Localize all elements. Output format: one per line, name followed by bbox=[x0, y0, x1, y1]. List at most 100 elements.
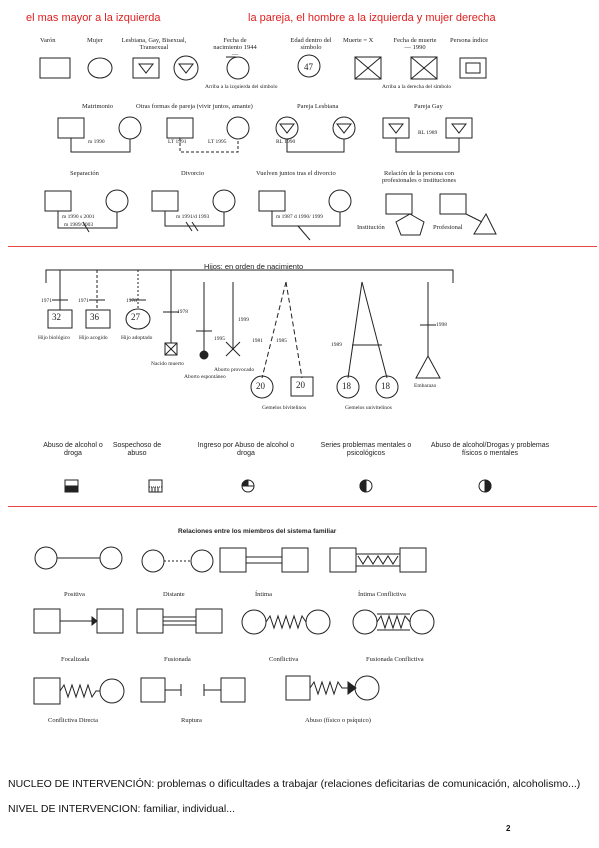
date-lt2: LT 1995 bbox=[208, 139, 227, 145]
problem-5: Abuso de alcohol/Drogas y problemas físi… bbox=[430, 442, 550, 458]
divider-1 bbox=[8, 246, 597, 247]
child-foster bbox=[86, 310, 110, 328]
label-varon: Varón bbox=[40, 37, 56, 44]
female-symbol bbox=[88, 58, 112, 78]
label-nacido-muerto: Nacido muerto bbox=[151, 361, 184, 367]
relation-conflict bbox=[242, 610, 266, 634]
year-9: 1989 bbox=[331, 342, 342, 348]
edad-value: 47 bbox=[304, 62, 313, 72]
lesbian-line bbox=[287, 139, 344, 152]
header-right: la pareja, el hombre a la izquierda y mu… bbox=[248, 12, 496, 24]
death-date-symbol bbox=[411, 57, 437, 79]
cohab-line bbox=[180, 138, 238, 152]
professional-symbol bbox=[474, 214, 496, 234]
relation-label-3: Íntima bbox=[255, 591, 272, 598]
relation-abuse bbox=[286, 676, 310, 700]
twin-fraternal-1 bbox=[251, 376, 273, 398]
child-adopted bbox=[126, 309, 150, 329]
label-gemelos-univitelinos: Gemelos univitelinos bbox=[345, 405, 392, 411]
relation-focused bbox=[34, 609, 60, 633]
label-mujer: Mujer bbox=[87, 37, 103, 44]
death-symbol bbox=[355, 57, 381, 79]
institution-person bbox=[386, 194, 412, 214]
miscarriage-symbol bbox=[200, 351, 208, 359]
age-4: 20 bbox=[256, 381, 265, 391]
institution-symbol bbox=[396, 214, 424, 235]
relation-intimate bbox=[220, 548, 246, 572]
label-profesional: Profesional bbox=[433, 224, 463, 231]
label-divorcio: Divorcio bbox=[181, 170, 205, 177]
relation-label-4: Íntima Conflictiva bbox=[358, 591, 406, 598]
label-hijo-adoptado: Hijo adoptado bbox=[121, 335, 153, 341]
year-1: 1971 bbox=[41, 298, 52, 304]
date-gay: RL 1989 bbox=[418, 130, 438, 136]
year-6: 1995 bbox=[214, 336, 225, 342]
relation-positive bbox=[35, 547, 57, 569]
age-5: 20 bbox=[296, 380, 305, 390]
relation-label-6: Fusionada bbox=[164, 656, 191, 663]
label-otras-formas: Otras formas de pareja (vivir juntos, am… bbox=[136, 103, 253, 110]
year-5: 1999 bbox=[238, 317, 249, 323]
lgbt-triangle-2 bbox=[179, 64, 193, 73]
intervention-nucleus: NUCLEO DE INTERVENCIÓN: problemas o difi… bbox=[8, 778, 581, 790]
date-sep2: m 1989/2003 bbox=[64, 222, 94, 228]
label-vuelven: Vuelven juntos tras el divorcio bbox=[256, 170, 336, 177]
label-lgbt: Lesbiana, Gay, Bisexual, Transexual bbox=[121, 37, 187, 52]
date-vuelven: m 1987 d 1990/ 1999 bbox=[276, 214, 324, 220]
relation-fused bbox=[137, 609, 163, 633]
label-relacion: Relación de la persona con profesionales… bbox=[381, 170, 456, 185]
label-matrimonio: Matrimonio bbox=[82, 103, 114, 110]
relation-label-2: Distante bbox=[163, 591, 185, 598]
divider-2 bbox=[8, 506, 597, 507]
age-2: 36 bbox=[90, 312, 99, 322]
relation-label-10: Ruptura bbox=[181, 717, 202, 724]
label-aborto-provocado: Aborto provocado bbox=[214, 367, 255, 373]
problem-4: Series problemas mentales o psicológicos bbox=[320, 442, 412, 458]
date-lt: LT 1991 bbox=[168, 139, 187, 145]
relation-label-9: Conflictiva Directa bbox=[48, 717, 98, 724]
age-symbol bbox=[298, 55, 320, 77]
professional-person bbox=[440, 194, 466, 214]
children-line bbox=[46, 270, 453, 283]
problem-3: Ingreso por Abuso de alcohol o droga bbox=[197, 442, 295, 458]
relation-fused-conflict bbox=[353, 610, 377, 634]
year-2: 1971 bbox=[78, 298, 89, 304]
children-title: Hijos: en orden de nacimiento bbox=[204, 262, 304, 271]
label-lesbiana: Pareja Lesbiana bbox=[297, 103, 339, 110]
label-separacion: Separación bbox=[70, 170, 99, 177]
male-symbol bbox=[40, 58, 70, 78]
year-3: 1978 bbox=[126, 298, 137, 304]
relation-distant bbox=[142, 550, 164, 572]
problem-1: Abuso de alcohol o droga bbox=[43, 442, 103, 458]
label-muerte: Muerte = X bbox=[343, 37, 374, 44]
child-biological bbox=[48, 310, 72, 328]
year-8: 1985 bbox=[276, 338, 287, 344]
relation-rupture bbox=[141, 678, 165, 702]
relation-label-7: Conflictiva bbox=[269, 656, 299, 663]
page-number: 2 bbox=[506, 824, 511, 833]
relation-label-5: Focalizada bbox=[61, 656, 90, 663]
relation-label-8: Fusionada Conflictiva bbox=[366, 656, 424, 663]
index-person-symbol bbox=[460, 58, 486, 78]
lgbt-triangle-1 bbox=[139, 64, 153, 73]
label-hijo-biologico: Hijo biológico bbox=[38, 335, 70, 341]
date-div: m 1991/d 1993 bbox=[176, 214, 210, 220]
label-fecha-muerte: Fecha de muerte — 1990 bbox=[393, 37, 437, 52]
age-1: 32 bbox=[52, 312, 61, 322]
note-right: Arriba a la derecha del símbolo bbox=[382, 84, 452, 90]
relation-label-1: Positiva bbox=[64, 591, 85, 598]
problem-2: Sospechoso de abuso bbox=[112, 442, 162, 458]
birth-symbol bbox=[227, 57, 249, 79]
note-left: Arriba a la izquierda del símbolo bbox=[205, 84, 278, 90]
pregnancy-symbol bbox=[416, 356, 440, 378]
label-nacimiento: Fecha de nacimiento 1944 — bbox=[213, 37, 257, 59]
date-rl: RL 1990 bbox=[276, 139, 296, 145]
stillborn-symbol bbox=[165, 343, 177, 355]
label-embarazo: Embarazo bbox=[414, 383, 437, 389]
header-left: el mas mayor a la izquierda bbox=[26, 12, 161, 24]
date-sep1: m 1990 s 2001 bbox=[62, 214, 95, 220]
lgbt-male-symbol bbox=[133, 58, 159, 78]
